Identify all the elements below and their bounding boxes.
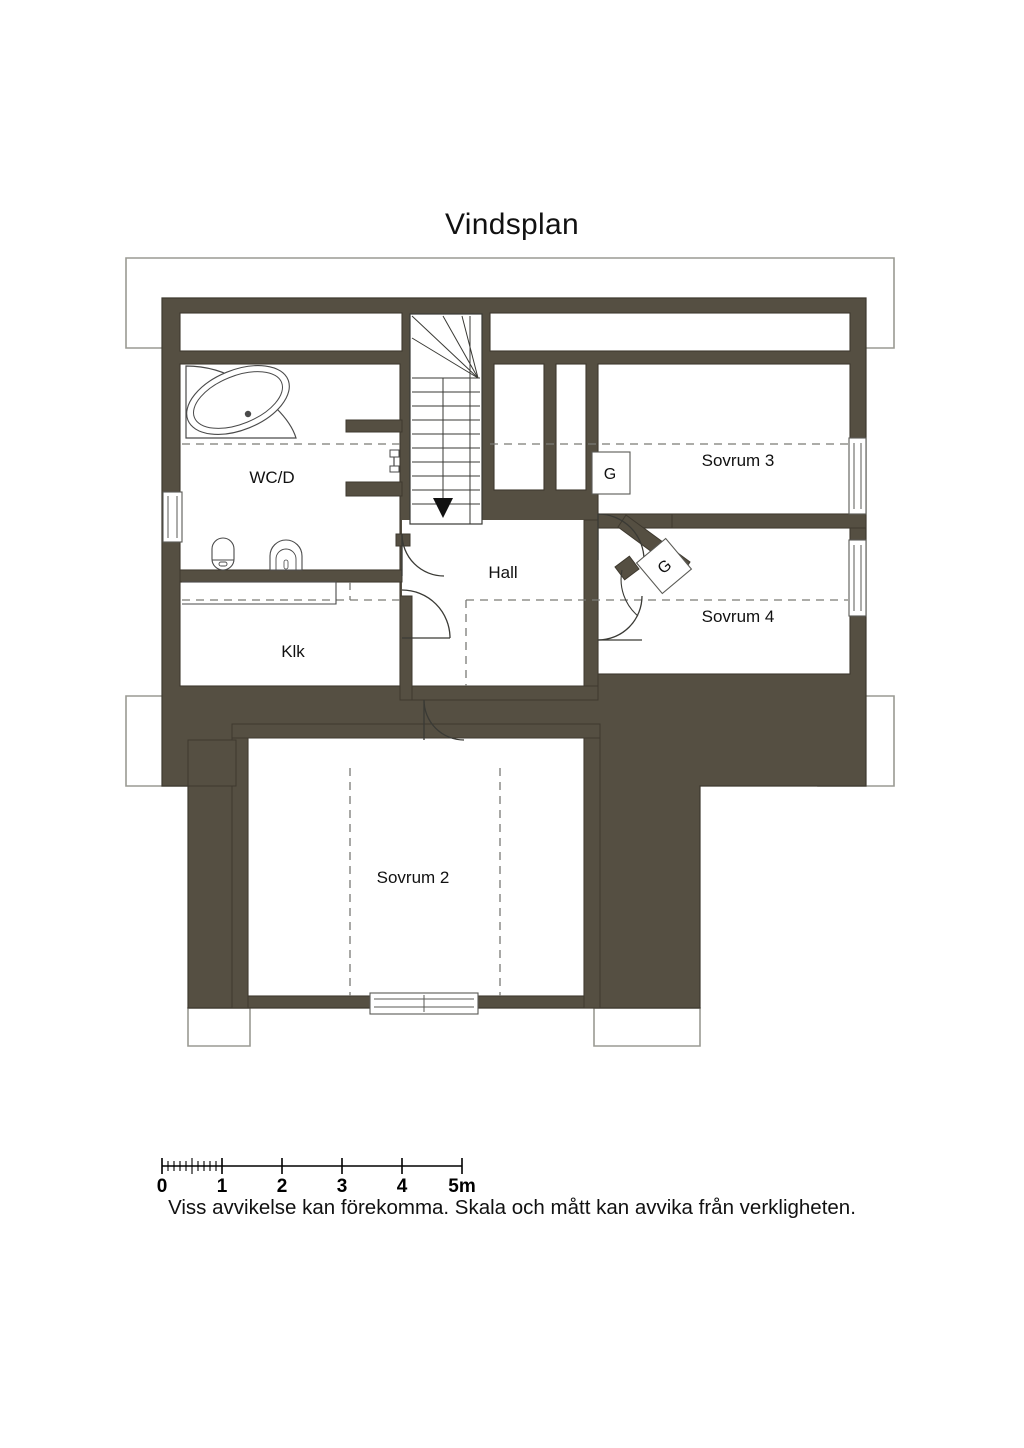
window-bottom-sovrum2 (369, 992, 479, 1015)
room-label-klk: Klk (281, 642, 305, 661)
window-left-wcd (162, 491, 183, 543)
scale-bar: 0 1 2 3 4 5m (157, 1158, 476, 1197)
door-sovrum2 (423, 699, 465, 741)
klk-counter (182, 581, 337, 605)
room-labels: WC/D Klk Hall Sovrum 2 Sovrum 3 Sovrum 4 (249, 451, 774, 887)
disclaimer-caption: Viss avvikelse kan förekomma. Skala och … (168, 1196, 856, 1219)
room-label-sovrum3: Sovrum 3 (702, 451, 775, 470)
toilet-icon (211, 537, 235, 571)
doors (401, 513, 645, 741)
door-sovrum4 (597, 595, 643, 641)
down-arrow-icon (433, 498, 453, 518)
scale-label-4: 4 (397, 1176, 408, 1197)
closets: G G (591, 451, 693, 595)
bathroom-fixtures (182, 365, 400, 605)
window-right-sovrum4 (848, 539, 867, 617)
closet-sovrum-3: G (591, 451, 631, 495)
door-sovrum3 (597, 513, 645, 561)
door-wcd (401, 533, 445, 577)
sink-icon (269, 539, 303, 571)
windows (162, 437, 867, 1015)
window-right-sovrum3 (848, 437, 867, 515)
room-label-wcd: WC/D (249, 468, 294, 487)
wall-structure (161, 297, 867, 1009)
door-closet-sovrum4 (620, 569, 639, 617)
room-label-sovrum2: Sovrum 2 (377, 868, 450, 887)
room-label-sovrum4: Sovrum 4 (702, 607, 775, 626)
closet-label-sovrum3: G (604, 466, 616, 483)
shower-mixer-icon (389, 449, 400, 473)
door-klk (401, 589, 451, 639)
room-label-hall: Hall (488, 563, 517, 582)
scale-label-0: 0 (157, 1176, 168, 1197)
scale-label-1: 1 (217, 1176, 228, 1197)
staircase-icon (409, 313, 483, 525)
page-title: Vindsplan (445, 208, 579, 241)
scale-label-5m: 5m (448, 1176, 475, 1197)
bathtub-icon (185, 365, 297, 439)
closet-sovrum-4: G (635, 537, 693, 595)
scale-label-3: 3 (337, 1176, 348, 1197)
roof-slope-lines (182, 443, 848, 996)
scale-label-2: 2 (277, 1176, 288, 1197)
